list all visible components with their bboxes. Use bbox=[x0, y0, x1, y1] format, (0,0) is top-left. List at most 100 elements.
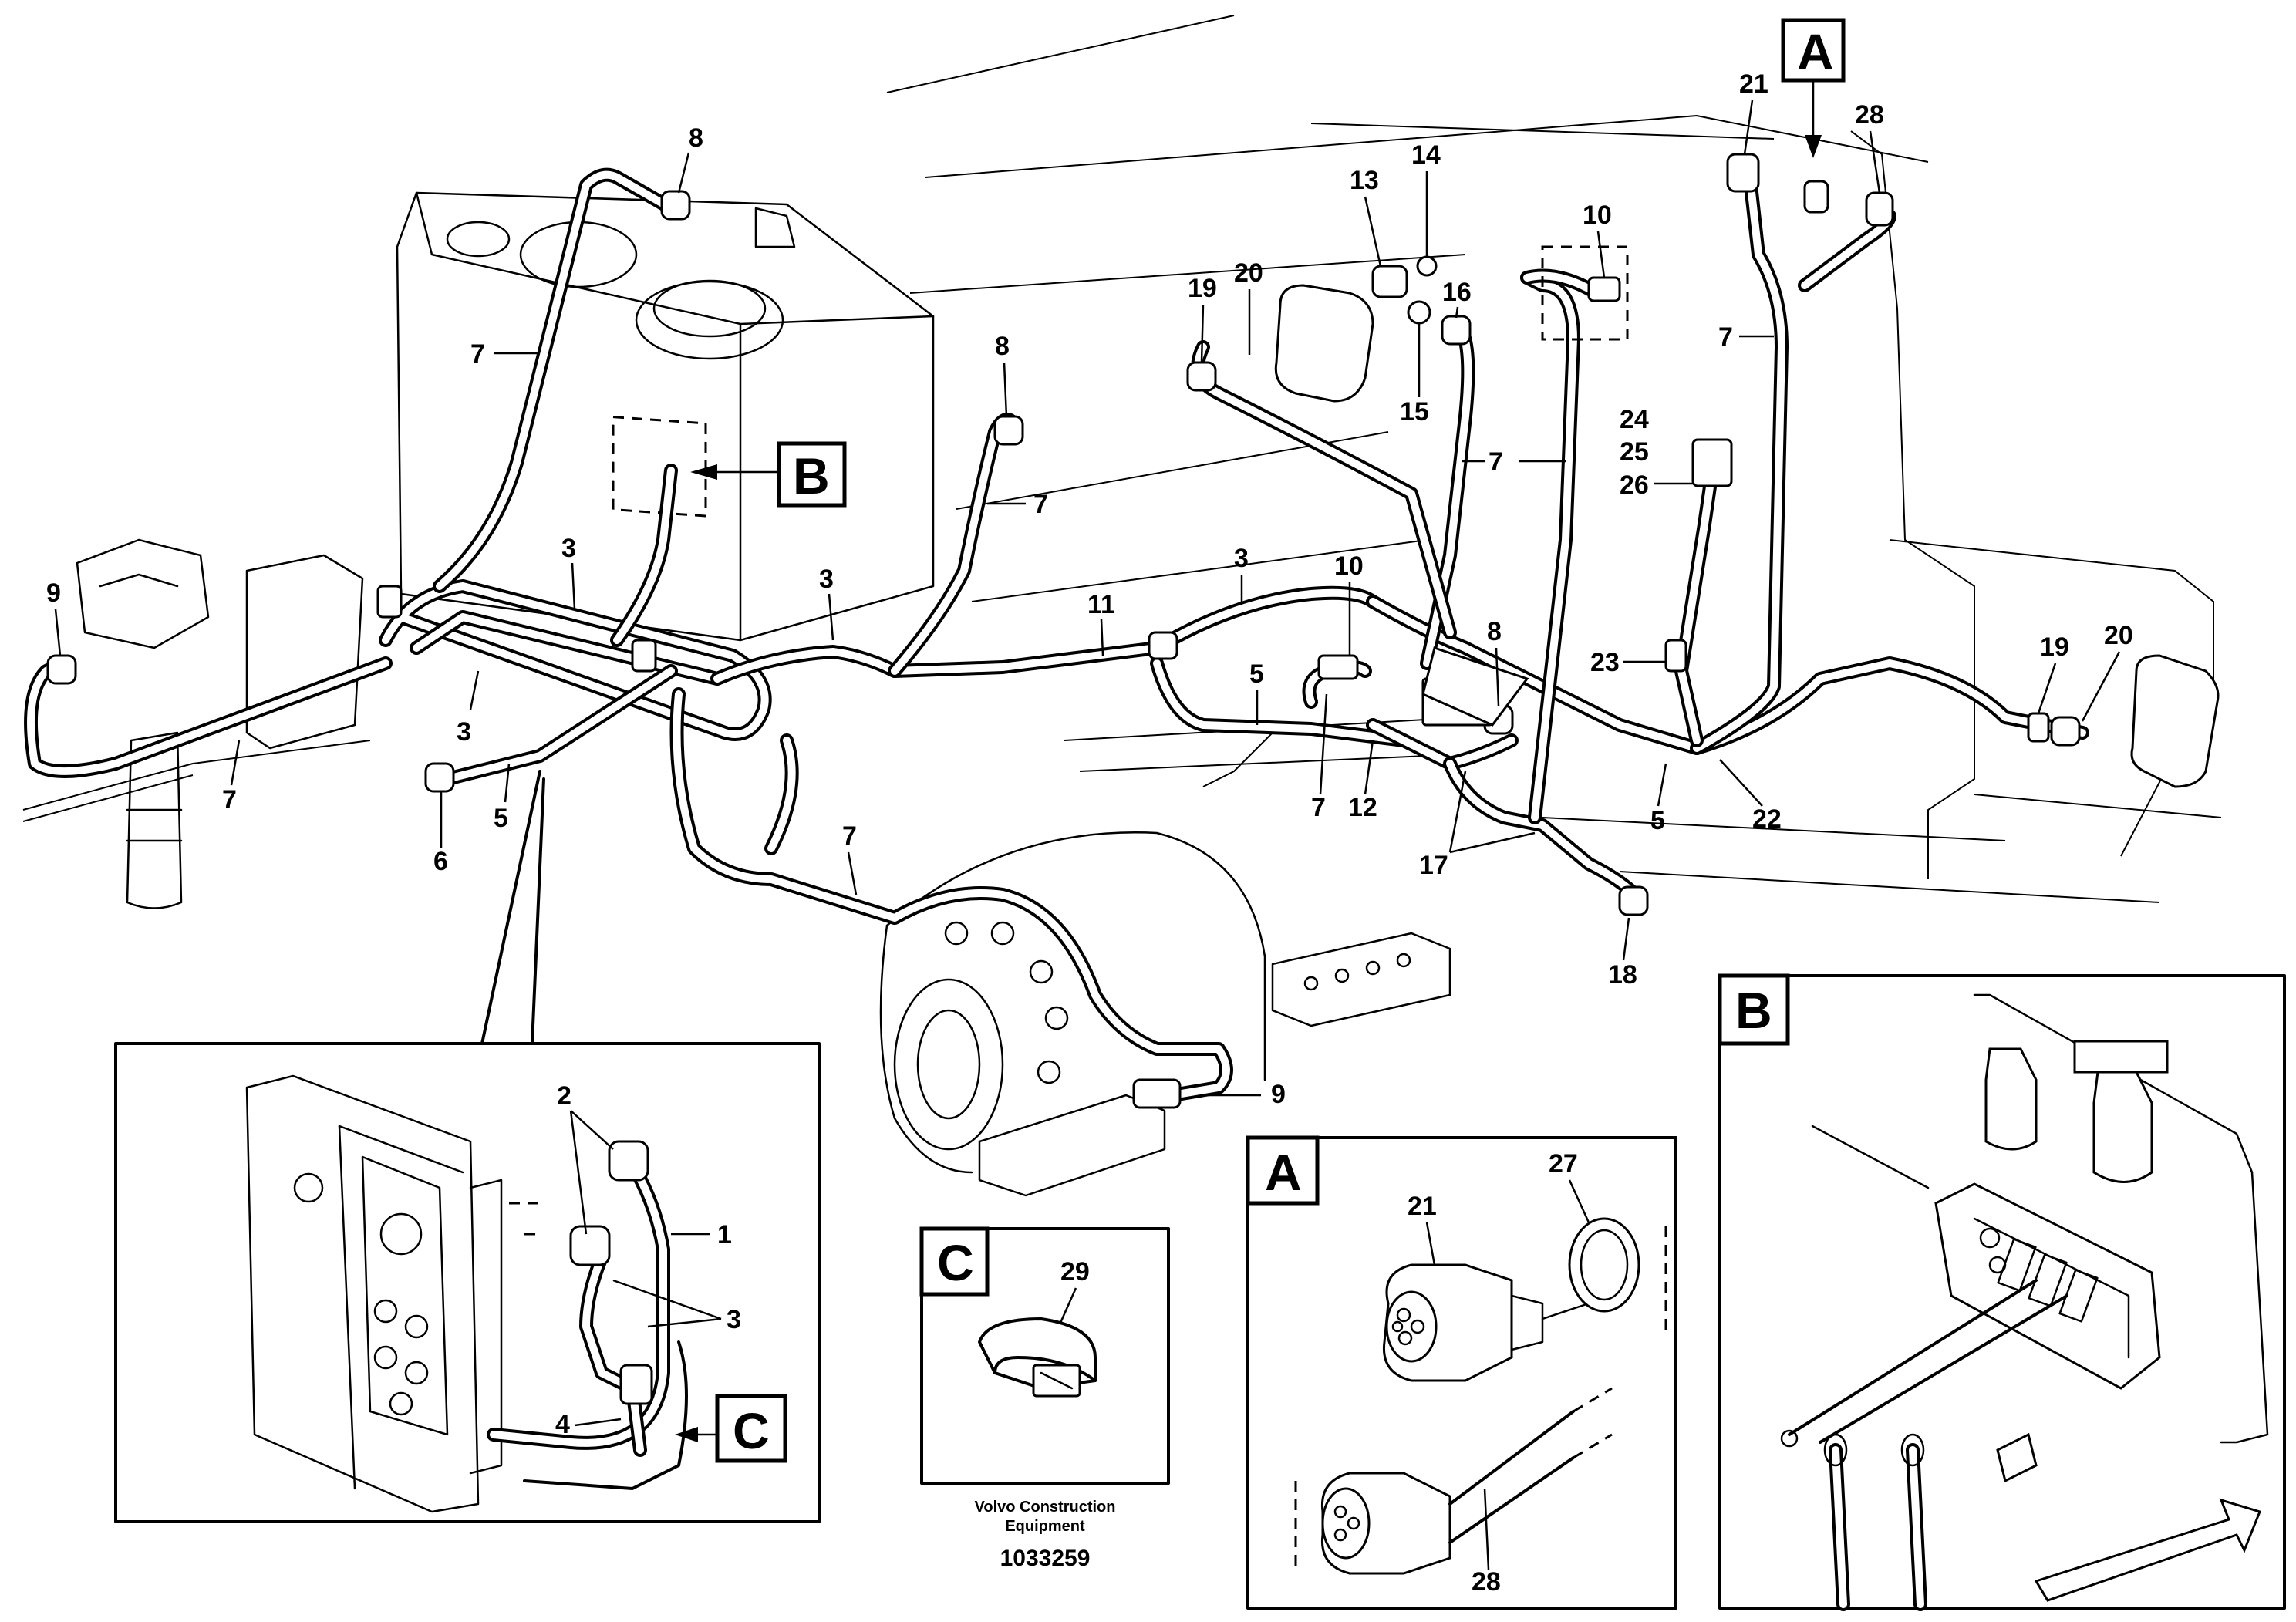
callout-20-top: 20 bbox=[1234, 258, 1263, 288]
connector-2-lower bbox=[569, 1225, 611, 1266]
callout-19-right: 19 bbox=[2040, 632, 2069, 662]
callout-24: 24 bbox=[1620, 405, 1649, 434]
connector-9-right bbox=[1132, 1078, 1182, 1109]
connector-27-A bbox=[1803, 180, 1829, 214]
junction-box bbox=[1934, 1182, 2161, 1390]
company-name-line2: Equipment bbox=[1005, 1518, 1085, 1535]
work-lamp-right bbox=[2130, 654, 2220, 788]
inset-frame bbox=[114, 1042, 821, 1523]
callout-10-left: 10 bbox=[1334, 551, 1364, 581]
connector-9-left bbox=[46, 654, 77, 685]
callout-5-left: 5 bbox=[494, 804, 508, 833]
drawing-footer: Volvo Construction Equipment 1033259 bbox=[975, 1499, 1116, 1571]
sensor-right bbox=[2092, 1071, 2153, 1183]
detail-C-frame bbox=[920, 1227, 1170, 1485]
cable-harness bbox=[24, 167, 2089, 1102]
marker-box-C bbox=[715, 1394, 787, 1463]
callout-1: 1 bbox=[717, 1220, 732, 1249]
callout-8-right: 8 bbox=[1487, 617, 1502, 646]
detail-A-letter: A bbox=[1265, 1144, 1302, 1201]
tank-block bbox=[396, 191, 935, 642]
connector-14 bbox=[1416, 255, 1438, 277]
harness-connectors bbox=[46, 153, 2220, 1109]
connector-8-mid bbox=[993, 415, 1024, 446]
connector-15 bbox=[1407, 300, 1431, 325]
callout-2: 2 bbox=[557, 1081, 571, 1111]
callout-6: 6 bbox=[433, 847, 448, 876]
callout-22: 22 bbox=[1752, 804, 1782, 834]
marker-letter-C: C bbox=[733, 1402, 770, 1459]
direction-arrow bbox=[2034, 1498, 2262, 1602]
callout-23: 23 bbox=[1590, 648, 1620, 677]
callout-7-lower-left: 7 bbox=[222, 785, 237, 814]
connector-13 bbox=[1371, 265, 1408, 298]
detail-B-frame bbox=[1718, 974, 2286, 1610]
detail-A-frame bbox=[1246, 1136, 1677, 1610]
company-name-line1: Volvo Construction bbox=[975, 1499, 1116, 1516]
locking-ring-27 bbox=[1568, 1217, 1640, 1313]
callout-7-lower-mid: 7 bbox=[1311, 793, 1326, 822]
filter-housing bbox=[76, 538, 364, 909]
connector-8-tank bbox=[660, 190, 691, 221]
callout-15: 15 bbox=[1400, 397, 1429, 427]
callout-3-mid: 3 bbox=[819, 565, 834, 594]
detail-C-letter: C bbox=[937, 1234, 974, 1291]
callout-28-A: 28 bbox=[1472, 1567, 1501, 1597]
callout-5-mid: 5 bbox=[1249, 659, 1264, 689]
callout-25: 25 bbox=[1620, 437, 1649, 467]
callout-3-inset: 3 bbox=[727, 1305, 741, 1334]
detail-A: A 21 27 28 bbox=[1246, 1135, 1677, 1610]
callout-7-far-right: 7 bbox=[1718, 322, 1733, 352]
dashed-detail-10 bbox=[1541, 245, 1629, 341]
callout-3-right: 3 bbox=[1234, 544, 1249, 573]
callout-7-lower: 7 bbox=[842, 821, 857, 851]
callout-12: 12 bbox=[1348, 793, 1377, 822]
drawing-number: 1033259 bbox=[1000, 1546, 1091, 1571]
detail-inset-connectors bbox=[114, 770, 821, 1523]
callout-4: 4 bbox=[555, 1410, 570, 1439]
callout-5-right: 5 bbox=[1650, 806, 1665, 835]
marker-box-B bbox=[777, 441, 847, 508]
callout-20-right: 20 bbox=[2104, 621, 2133, 650]
marker-letter-B: B bbox=[793, 447, 830, 504]
inset-callouts: 2 1 3 4 C bbox=[555, 1081, 787, 1463]
work-lamp-top bbox=[1274, 284, 1374, 403]
callout-9-right: 9 bbox=[1271, 1080, 1286, 1109]
machine-frame-outline bbox=[22, 15, 2222, 903]
connector-19-right bbox=[2027, 712, 2050, 743]
connector-24-26 bbox=[1691, 438, 1733, 487]
sensor-left bbox=[1984, 1047, 2038, 1151]
callout-29: 29 bbox=[1060, 1257, 1090, 1286]
marker-letter-A: A bbox=[1797, 23, 1834, 80]
connector-10-left bbox=[1317, 654, 1359, 680]
callout-21-A: 21 bbox=[1408, 1192, 1437, 1221]
detail-B-letter: B bbox=[1735, 982, 1772, 1039]
callout-labels: 8 7 9 7 3 3 5 6 3 8 7 7 11 3 5 10 7 12 bbox=[46, 69, 2133, 1109]
callout-16: 16 bbox=[1442, 278, 1472, 307]
callout-21-top: 21 bbox=[1739, 69, 1768, 99]
callout-7-right: 7 bbox=[1489, 447, 1503, 477]
callout-3-lower: 3 bbox=[457, 717, 471, 747]
connector-18 bbox=[1618, 885, 1649, 916]
callout-7-mid: 7 bbox=[1033, 490, 1048, 519]
connector-20-right bbox=[2050, 716, 2081, 747]
main-detail-markers: A B bbox=[690, 18, 1846, 508]
connector-16 bbox=[1441, 315, 1472, 346]
callout-13: 13 bbox=[1350, 166, 1379, 195]
connector-21-A bbox=[1726, 153, 1760, 193]
callout-17: 17 bbox=[1419, 851, 1448, 880]
callout-28-top: 28 bbox=[1855, 100, 1884, 130]
connector-2-upper bbox=[608, 1140, 649, 1182]
connector-10-right bbox=[1587, 276, 1621, 302]
callout-3-top: 3 bbox=[561, 534, 576, 563]
connector-23 bbox=[1664, 639, 1687, 673]
callout-7-tank: 7 bbox=[470, 339, 485, 369]
callout-14: 14 bbox=[1411, 140, 1441, 170]
connector-4 bbox=[619, 1364, 653, 1405]
callout-10-right: 10 bbox=[1583, 201, 1612, 230]
callout-9-left: 9 bbox=[46, 578, 61, 608]
callout-8-tank: 8 bbox=[689, 123, 703, 153]
connector-6 bbox=[424, 762, 455, 793]
callout-26: 26 bbox=[1620, 470, 1649, 500]
